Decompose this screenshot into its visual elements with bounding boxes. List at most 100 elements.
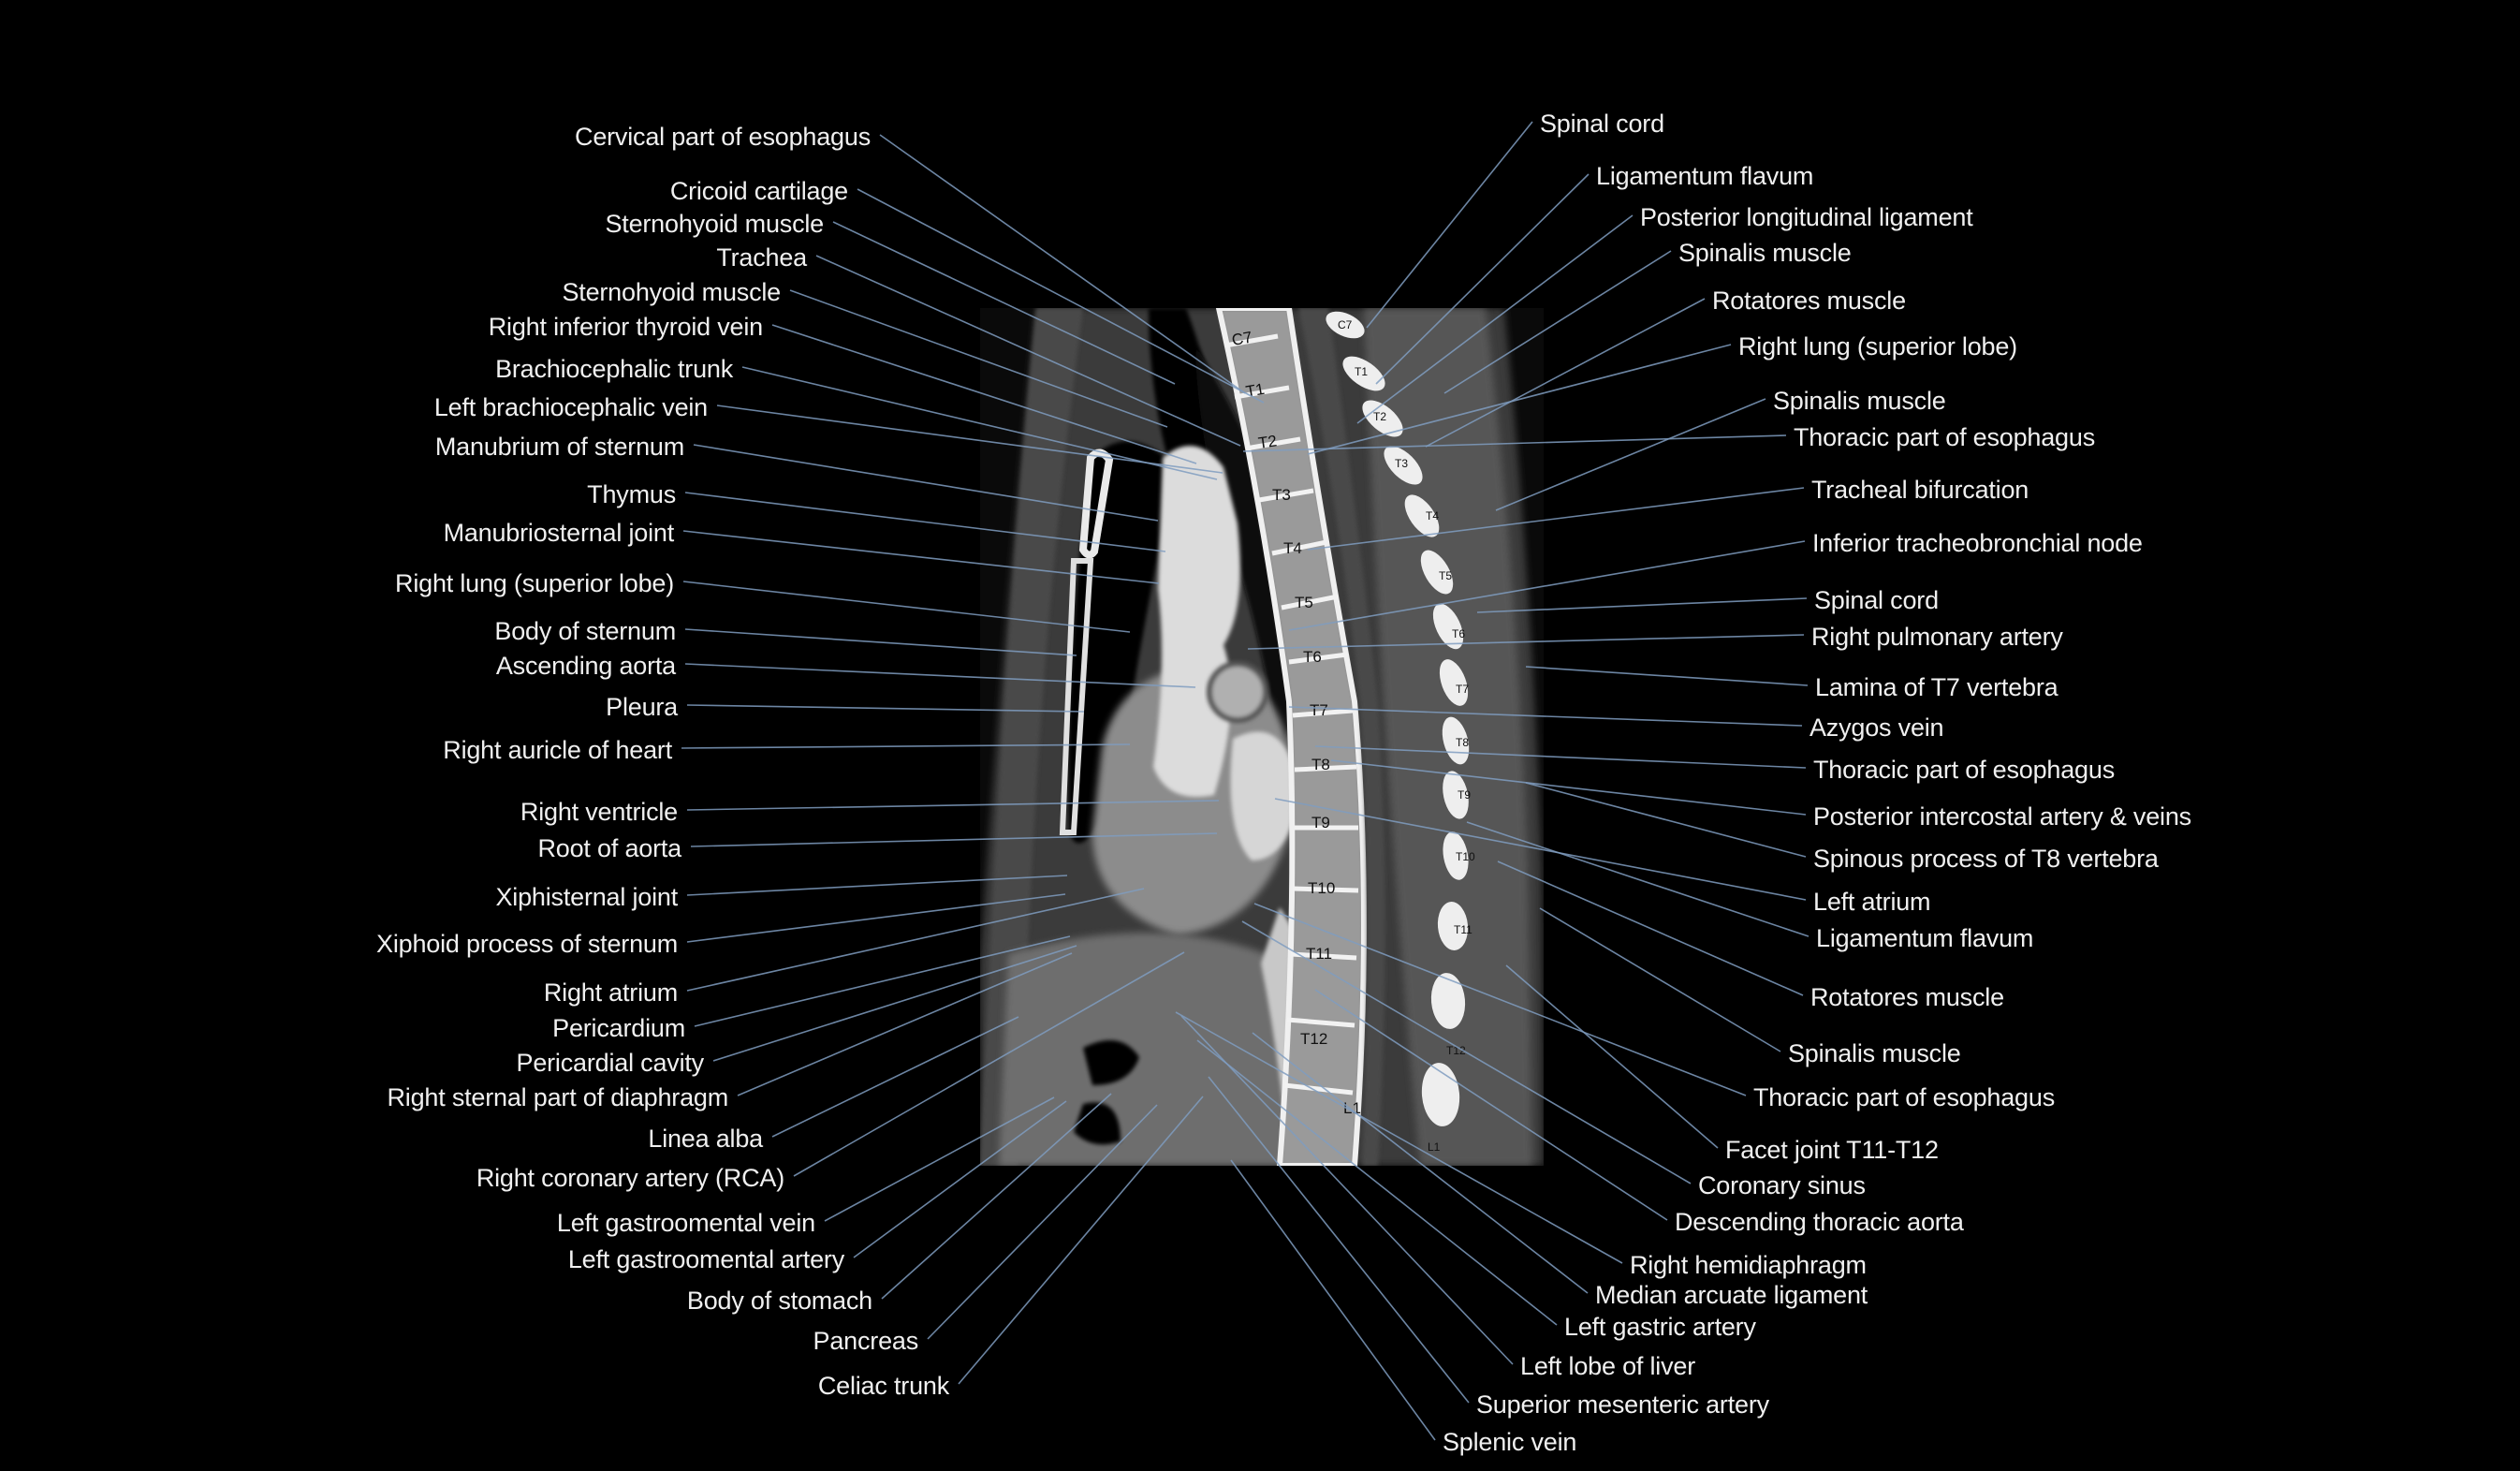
label-spinalis-muscle: Spinalis muscle — [1788, 1039, 1961, 1067]
svg-text:T5: T5 — [1439, 569, 1452, 582]
label-rotatores-muscle-leader-line — [1425, 298, 1706, 448]
svg-text:C7: C7 — [1338, 318, 1353, 331]
label-tracheal-bifurcation: Tracheal bifurcation — [1811, 476, 2029, 504]
label-pericardial-cavity: Pericardial cavity — [516, 1049, 705, 1077]
svg-text:T4: T4 — [1426, 509, 1439, 522]
label-cervical-part-of-esophagus-leader-line — [879, 134, 1246, 394]
label-ligamentum-flavum-leader-line — [1375, 173, 1590, 385]
label-sternohyoid-muscle-leader-line — [832, 221, 1176, 385]
label-spinalis-muscle-leader-line — [1443, 250, 1672, 394]
ct-scan-illustration: C7 T1 T2 T3 T4 T5 T6 T7 T8 T9 T10 T11 T1… — [980, 308, 1544, 1166]
label-rotatores-muscle: Rotatores muscle — [1712, 287, 1906, 315]
svg-text:L1: L1 — [1343, 1099, 1361, 1117]
svg-text:T6: T6 — [1452, 627, 1465, 640]
label-azygos-vein-leader-line — [1288, 706, 1803, 727]
ct-sagittal-image: C7 T1 T2 T3 T4 T5 T6 T7 T8 T9 T10 T11 T1… — [980, 308, 1544, 1166]
label-right-ventricle-leader-line — [686, 800, 1220, 811]
label-manubrium-of-sternum: Manubrium of sternum — [434, 433, 684, 461]
label-pleura-leader-line — [686, 704, 1085, 713]
label-brachiocephalic-trunk-leader-line — [741, 366, 1218, 480]
label-right-coronary-artery-rca-leader-line — [793, 951, 1185, 1177]
label-pleura: Pleura — [606, 693, 678, 721]
svg-text:T1: T1 — [1355, 365, 1368, 378]
label-pericardial-cavity-leader-line — [712, 945, 1077, 1062]
svg-text:T10: T10 — [1456, 850, 1475, 863]
label-thymus-leader-line — [684, 492, 1166, 552]
svg-text:T3: T3 — [1272, 486, 1291, 504]
label-ligamentum-flavum: Ligamentum flavum — [1596, 162, 1814, 190]
label-thoracic-part-of-esophagus: Thoracic part of esophagus — [1753, 1083, 2055, 1111]
label-right-pulmonary-artery: Right pulmonary artery — [1811, 623, 2063, 651]
svg-text:T2: T2 — [1373, 410, 1386, 423]
label-left-atrium: Left atrium — [1813, 888, 1931, 916]
svg-text:T11: T11 — [1306, 945, 1332, 963]
label-spinal-cord-leader-line — [1476, 597, 1808, 613]
label-xiphisternal-joint: Xiphisternal joint — [495, 883, 678, 911]
label-right-inferior-thyroid-vein-leader-line — [771, 324, 1197, 464]
svg-text:T7: T7 — [1310, 701, 1328, 719]
label-right-coronary-artery-rca: Right coronary artery (RCA) — [476, 1164, 784, 1192]
label-xiphoid-process-of-sternum: Xiphoid process of sternum — [376, 930, 678, 958]
label-tracheal-bifurcation-leader-line — [1307, 487, 1805, 551]
label-right-lung-superior-lobe: Right lung (superior lobe) — [1738, 332, 2017, 360]
label-manubrium-of-sternum-leader-line — [693, 444, 1159, 522]
label-manubriosternal-joint: Manubriosternal joint — [443, 519, 675, 547]
label-cervical-part-of-esophagus: Cervical part of esophagus — [575, 123, 871, 151]
label-trachea: Trachea — [716, 243, 807, 272]
label-pancreas: Pancreas — [813, 1327, 919, 1355]
svg-text:T12: T12 — [1300, 1030, 1327, 1048]
label-right-lung-superior-lobe-leader-line — [1307, 344, 1732, 455]
label-inferior-tracheobronchial-node-leader-line — [1288, 540, 1806, 631]
label-sternohyoid-muscle: Sternohyoid muscle — [562, 278, 781, 306]
label-right-atrium-leader-line — [686, 888, 1145, 992]
label-celiac-trunk: Celiac trunk — [817, 1372, 949, 1400]
svg-text:T11: T11 — [1454, 923, 1472, 936]
label-lamina-of-t7-vertebra-leader-line — [1525, 666, 1809, 686]
vertebra-body-labels: C7 T1 T2 T3 T4 T5 T6 T7 T8 T9 T10 T11 T1… — [1230, 328, 1361, 1117]
vertebral-column — [1215, 308, 1367, 1166]
svg-text:T9: T9 — [1311, 814, 1330, 831]
svg-text:T12: T12 — [1446, 1044, 1466, 1057]
label-left-gastroomental-artery-leader-line — [853, 1100, 1067, 1258]
label-left-gastroomental-artery: Left gastroomental artery — [567, 1245, 844, 1273]
label-thymus: Thymus — [587, 480, 676, 508]
label-right-atrium: Right atrium — [543, 978, 678, 1007]
label-manubriosternal-joint-leader-line — [682, 530, 1160, 584]
label-right-hemidiaphragm: Right hemidiaphragm — [1630, 1251, 1867, 1279]
label-coronary-sinus-leader-line — [1241, 920, 1692, 1184]
label-body-of-stomach: Body of stomach — [686, 1287, 872, 1315]
label-splenic-vein-leader-line — [1230, 1159, 1436, 1441]
label-celiac-trunk-leader-line — [958, 1096, 1204, 1385]
label-pancreas-leader-line — [927, 1104, 1158, 1340]
label-ascending-aorta: Ascending aorta — [495, 652, 676, 680]
svg-text:T8: T8 — [1311, 756, 1330, 773]
label-spinous-process-of-t8-vertebra: Spinous process of T8 vertebra — [1813, 845, 2159, 873]
label-thoracic-part-of-esophagus-leader-line — [1253, 903, 1747, 1096]
label-spinalis-muscle-leader-line — [1539, 907, 1781, 1052]
label-coronary-sinus: Coronary sinus — [1698, 1171, 1866, 1199]
label-superior-mesenteric-artery: Superior mesenteric artery — [1476, 1390, 1769, 1419]
label-left-gastric-artery: Left gastric artery — [1564, 1313, 1756, 1341]
label-posterior-intercostal-artery-veins-leader-line — [1330, 759, 1807, 816]
label-ascending-aorta-leader-line — [684, 663, 1196, 688]
label-right-sternal-part-of-diaphragm-leader-line — [737, 952, 1073, 1096]
label-thoracic-part-of-esophagus: Thoracic part of esophagus — [1813, 756, 2115, 784]
svg-text:L1: L1 — [1428, 1140, 1441, 1154]
label-posterior-intercostal-artery-veins: Posterior intercostal artery & veins — [1813, 802, 2191, 831]
label-spinal-cord: Spinal cord — [1540, 110, 1664, 138]
svg-text:T8: T8 — [1456, 736, 1469, 749]
label-cricoid-cartilage-leader-line — [857, 188, 1265, 404]
svg-text:T4: T4 — [1283, 539, 1302, 557]
label-sternohyoid-muscle: Sternohyoid muscle — [605, 210, 824, 238]
label-right-ventricle: Right ventricle — [520, 798, 678, 826]
label-root-of-aorta: Root of aorta — [537, 834, 682, 862]
label-spinalis-muscle-leader-line — [1495, 398, 1766, 511]
svg-text:C7: C7 — [1230, 328, 1253, 348]
label-inferior-tracheobronchial-node: Inferior tracheobronchial node — [1812, 529, 2143, 557]
label-median-arcuate-ligament: Median arcuate ligament — [1595, 1281, 1868, 1309]
label-right-auricle-of-heart-leader-line — [681, 743, 1131, 749]
label-left-brachiocephalic-vein-leader-line — [716, 405, 1223, 474]
label-rotatores-muscle: Rotatores muscle — [1810, 983, 2004, 1011]
label-left-lobe-of-liver: Left lobe of liver — [1520, 1352, 1696, 1380]
label-body-of-sternum: Body of sternum — [494, 617, 676, 645]
